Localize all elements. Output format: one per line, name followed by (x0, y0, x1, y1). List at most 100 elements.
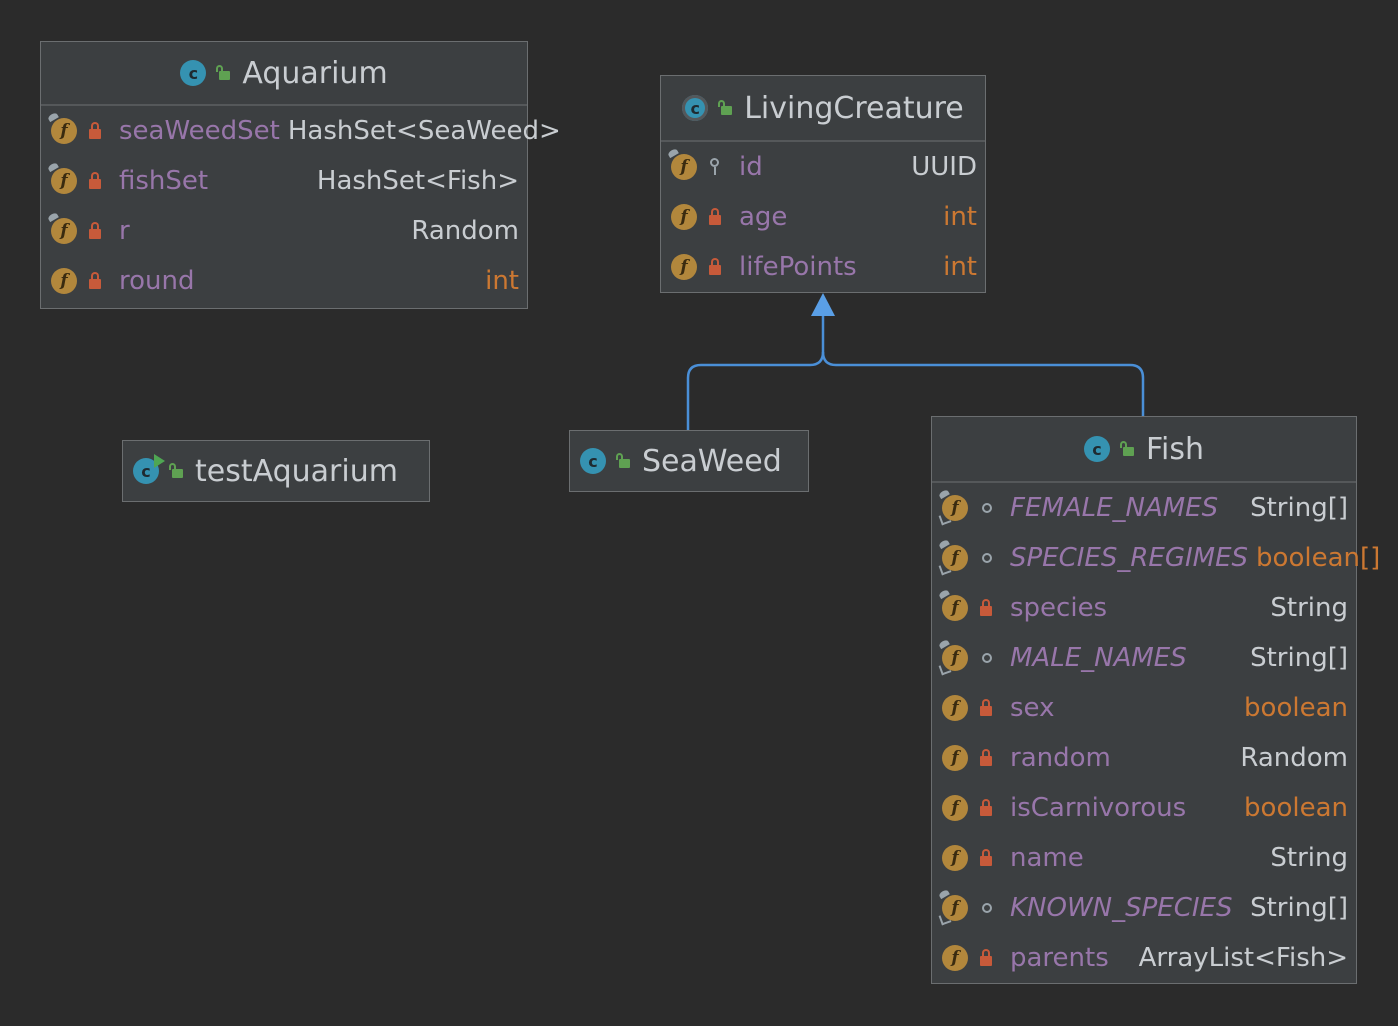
field-name: SPECIES_REGIMES (1010, 543, 1249, 573)
package-visibility-icon (976, 498, 998, 518)
field-type: boolean (1244, 793, 1348, 823)
field-name: fishSet (119, 166, 209, 196)
private-lock-icon (705, 207, 727, 227)
class-header: c Aquarium (41, 42, 527, 106)
field-row[interactable]: f MALE_NAMES String[] (932, 633, 1356, 683)
field-type: String (1270, 593, 1348, 623)
inheritance-arrowhead (811, 293, 835, 316)
class-name: testAquarium (195, 453, 398, 489)
class-icon: c (180, 60, 207, 86)
field-name: MALE_NAMES (1010, 643, 1187, 673)
public-lock-icon (616, 453, 630, 469)
class-header: c SeaWeed (570, 431, 808, 491)
field-icon: f (938, 488, 968, 526)
private-lock-icon (976, 948, 998, 968)
class-node-testaquarium[interactable]: c testAquarium (122, 440, 430, 502)
private-lock-icon (976, 798, 998, 818)
field-name: sex (1010, 693, 1055, 723)
field-icon: f (671, 204, 697, 230)
protected-key-icon (705, 157, 727, 177)
field-type: HashSet<SeaWeed> (287, 116, 561, 146)
field-type: boolean (1244, 693, 1348, 723)
field-row[interactable]: f isCarnivorous boolean (932, 783, 1356, 833)
field-name: name (1010, 843, 1084, 873)
field-type: String[] (1250, 893, 1348, 923)
field-name: round (119, 266, 195, 296)
field-row[interactable]: f id UUID (661, 142, 985, 192)
class-node-seaweed[interactable]: c SeaWeed (569, 430, 809, 492)
field-name: seaWeedSet (119, 116, 280, 146)
package-visibility-icon (976, 898, 998, 918)
class-header: c Fish (932, 417, 1356, 483)
field-name: KNOWN_SPECIES (1010, 893, 1233, 923)
class-header: c LivingCreature (661, 76, 985, 142)
runnable-class-icon: c (133, 454, 165, 484)
field-icon: f (938, 588, 968, 621)
package-visibility-icon (976, 548, 998, 568)
field-icon: f (942, 945, 968, 971)
field-row[interactable]: f fishSet HashSet<Fish> (41, 156, 527, 206)
private-lock-icon (85, 121, 107, 141)
field-icon: f (938, 888, 968, 926)
field-name: id (739, 152, 763, 182)
field-type: boolean[] (1256, 543, 1381, 573)
field-icon: f (942, 795, 968, 821)
field-icon: f (667, 147, 697, 180)
field-row[interactable]: f KNOWN_SPECIES String[] (932, 883, 1356, 933)
private-lock-icon (976, 748, 998, 768)
field-type: int (485, 266, 519, 296)
private-lock-icon (705, 257, 727, 277)
public-lock-icon (169, 463, 183, 479)
package-visibility-icon (976, 648, 998, 668)
field-icon: f (942, 745, 968, 771)
private-lock-icon (85, 221, 107, 241)
field-type: UUID (911, 152, 977, 182)
field-icon: f (47, 211, 77, 244)
field-icon: f (938, 638, 968, 676)
field-icon: f (938, 538, 968, 576)
field-row[interactable]: f sex boolean (932, 683, 1356, 733)
class-name: Aquarium (242, 55, 388, 91)
class-header: c testAquarium (123, 441, 429, 501)
class-icon: c (580, 448, 606, 474)
private-lock-icon (85, 171, 107, 191)
class-icon: c (1083, 436, 1110, 462)
field-type: String[] (1250, 643, 1348, 673)
private-lock-icon (85, 271, 107, 291)
field-name: age (739, 202, 788, 232)
field-name: isCarnivorous (1010, 793, 1187, 823)
edge-seaweed-to-livingcreature (686, 312, 825, 430)
field-icon: f (47, 111, 77, 144)
class-name: SeaWeed (642, 443, 782, 479)
field-icon: f (47, 161, 77, 194)
field-name: lifePoints (739, 252, 857, 282)
field-icon: f (671, 254, 697, 280)
field-icon: f (942, 695, 968, 721)
private-lock-icon (976, 848, 998, 868)
field-icon: f (942, 845, 968, 871)
field-type: Random (411, 216, 519, 246)
public-lock-icon (1119, 441, 1134, 457)
edge-fish-to-livingcreature (821, 351, 1145, 416)
field-type: String[] (1250, 493, 1348, 523)
field-name: random (1010, 743, 1111, 773)
field-type: HashSet<Fish> (316, 166, 519, 196)
